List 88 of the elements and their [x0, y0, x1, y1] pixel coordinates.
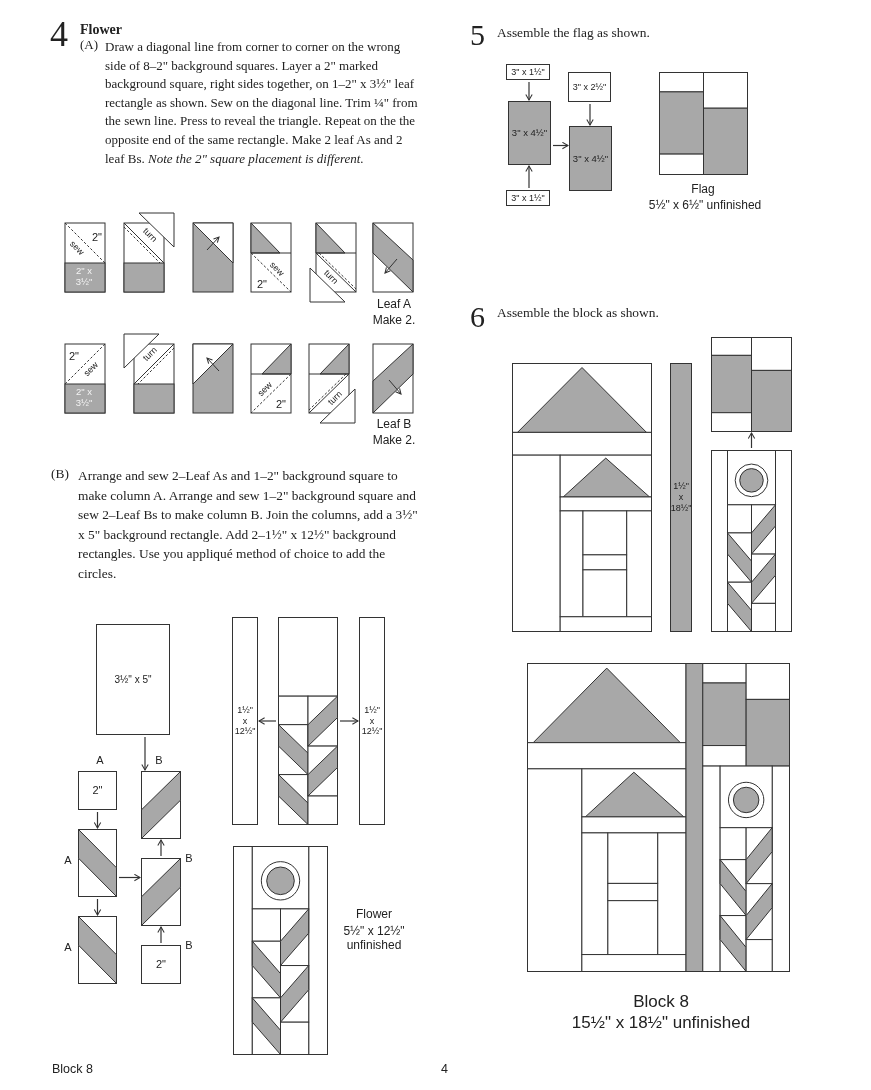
measurement-label: 2" [69, 349, 79, 363]
arrow [552, 141, 569, 150]
unit-caption: Make 2. [372, 434, 416, 448]
measurement-label: 3½" x 5" [114, 673, 152, 686]
sewing-note: turn [325, 388, 345, 408]
fabric-rectangle [569, 126, 612, 191]
unit-caption: 15½" x 18½" unfinished [571, 1013, 751, 1033]
leaf-unit-drawing [78, 916, 117, 984]
flag-unit-drawing [711, 337, 792, 432]
arrow [525, 165, 533, 189]
instruction-text: Assemble the block as shown. [497, 305, 659, 321]
step-number: 4 [50, 16, 68, 52]
unit-caption: Flag [691, 183, 715, 197]
sewing-note: turn [321, 267, 341, 287]
fabric-strip [506, 190, 550, 206]
unit-letter: B [185, 851, 193, 865]
house-unit-drawing [512, 363, 652, 632]
measurement-label: 2" x 3½" [74, 266, 94, 288]
instruction-text: Draw a diagonal line from corner to corner on the wrong side of 8–2" background squares. Layer a 2" marked background square, right sides together, on 1–2" x 3½" leaf rectangle as shown. Sew on the diagonal line. Trim ¼" from the sewn line. Press to reveal the triangle. Repeat on the the opposite end of the same rectangle. Make 2 leaf As and 2 leaf Bs. Note the 2" square placement is different. [105, 38, 419, 168]
measurement-label: 2" [92, 783, 103, 798]
fabric-strip [670, 363, 692, 632]
measurement-label: 1½" x 12½" [234, 704, 256, 738]
measurement-label: 2" [92, 230, 102, 244]
arrow [339, 717, 359, 725]
sewing-note: turn [140, 344, 160, 364]
measurement-label: 3" x 1½" [511, 66, 545, 78]
arrow [258, 717, 277, 725]
measurement-label: 3" x 2½" [572, 81, 607, 93]
unit-caption: 5½" x 6½" unfinished [648, 199, 762, 213]
step-letter: (A) [80, 38, 99, 53]
measurement-label: 2" [276, 397, 286, 411]
arrow [525, 81, 533, 101]
unit-caption: Block 8 [633, 992, 689, 1012]
arrow [157, 839, 165, 857]
section-heading: Flower [80, 22, 122, 39]
sewing-note: turn [140, 225, 160, 245]
unit-caption: Flower [356, 908, 392, 922]
arrow [157, 926, 165, 944]
page-number: 4 [441, 1062, 448, 1077]
fabric-rectangle [508, 101, 551, 165]
stem-column-drawing [278, 617, 338, 825]
column-label: A [96, 753, 104, 767]
fabric-strip [232, 617, 258, 825]
arrow [141, 736, 149, 771]
sewing-note: sew [81, 359, 101, 379]
column-label: B [155, 753, 163, 767]
flag-unit-drawing [659, 72, 748, 175]
measurement-label: 2" x 3½" [74, 387, 94, 409]
arrow [118, 873, 141, 882]
measurement-label: 2" [156, 957, 166, 972]
instruction-text: Assemble the flag as shown. [497, 25, 650, 41]
leaf-unit-drawing [141, 771, 181, 839]
arrow [586, 103, 594, 126]
unit-caption: 5½" x 12½" unfinished [342, 925, 406, 953]
fabric-rectangle [568, 72, 611, 102]
unit-caption: Leaf B [376, 418, 412, 432]
unit-letter: B [185, 938, 193, 952]
unit-letter: A [64, 853, 72, 867]
footer-text: Block 8 [52, 1062, 93, 1077]
arrow [93, 898, 102, 916]
step-number: 5 [470, 20, 485, 50]
arrow [747, 432, 756, 449]
unit-caption: Leaf A [377, 298, 411, 312]
quilt-block-drawing [527, 663, 790, 972]
sewing-note: sew [67, 238, 87, 258]
measurement-label: 3" x 4½" [511, 127, 548, 139]
fabric-strip [359, 617, 385, 825]
sewing-note: sew [255, 379, 275, 399]
measurement-label: 1½" x 12½" [361, 704, 383, 738]
fabric-square [141, 945, 181, 984]
instruction-text: Arrange and sew 2–Leaf As and 1–2" background square to make column A. Arrange and sew 1–2" background square and sew 2–Leaf Bs to make column B. Join the columns, add a 3½" x 5" background rectangle. Add 2–1½" x 12½" background rectangles. Use you appliqué method of choice to add the circles. [78, 467, 419, 583]
fabric-strip [506, 64, 550, 80]
fabric-square [78, 771, 117, 810]
flower-unit-drawing [233, 846, 328, 1055]
measurement-label: 3" x 1½" [511, 192, 545, 204]
unit-letter: A [64, 940, 72, 954]
fabric-rectangle [96, 624, 170, 735]
step-number: 6 [470, 302, 485, 332]
flower-unit-drawing [711, 450, 792, 632]
unit-caption: Make 2. [372, 314, 416, 328]
measurement-label: 2" [257, 277, 267, 291]
leaf-unit-drawing [78, 829, 117, 897]
sewing-note: sew [267, 259, 287, 279]
measurement-label: 3" x 4½" [572, 152, 609, 165]
leaf-unit-drawing [141, 858, 181, 926]
measurement-label: 1½" x 18½" [670, 481, 692, 514]
arrow [93, 811, 102, 829]
step-letter: (B) [51, 466, 69, 482]
